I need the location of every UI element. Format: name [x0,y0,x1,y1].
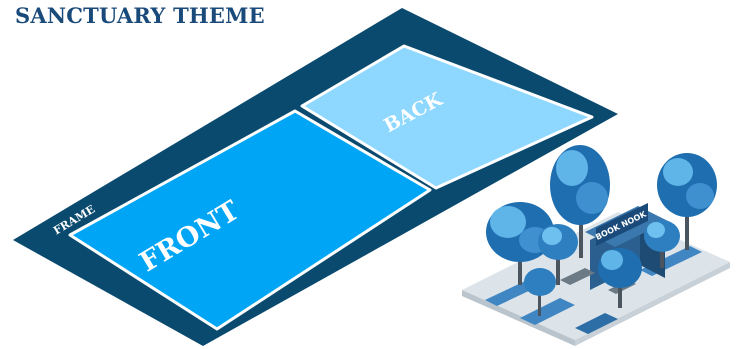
planter [575,313,618,334]
tree [598,248,642,308]
tree [644,220,680,268]
booth-sign [596,203,648,246]
planter [520,298,575,325]
back-zone [300,44,594,190]
tree [550,145,610,258]
front-zone [68,109,432,331]
tree [657,153,717,250]
page-title: SANCTUARY THEME [15,3,265,28]
tree [524,268,556,316]
tree [538,224,578,285]
